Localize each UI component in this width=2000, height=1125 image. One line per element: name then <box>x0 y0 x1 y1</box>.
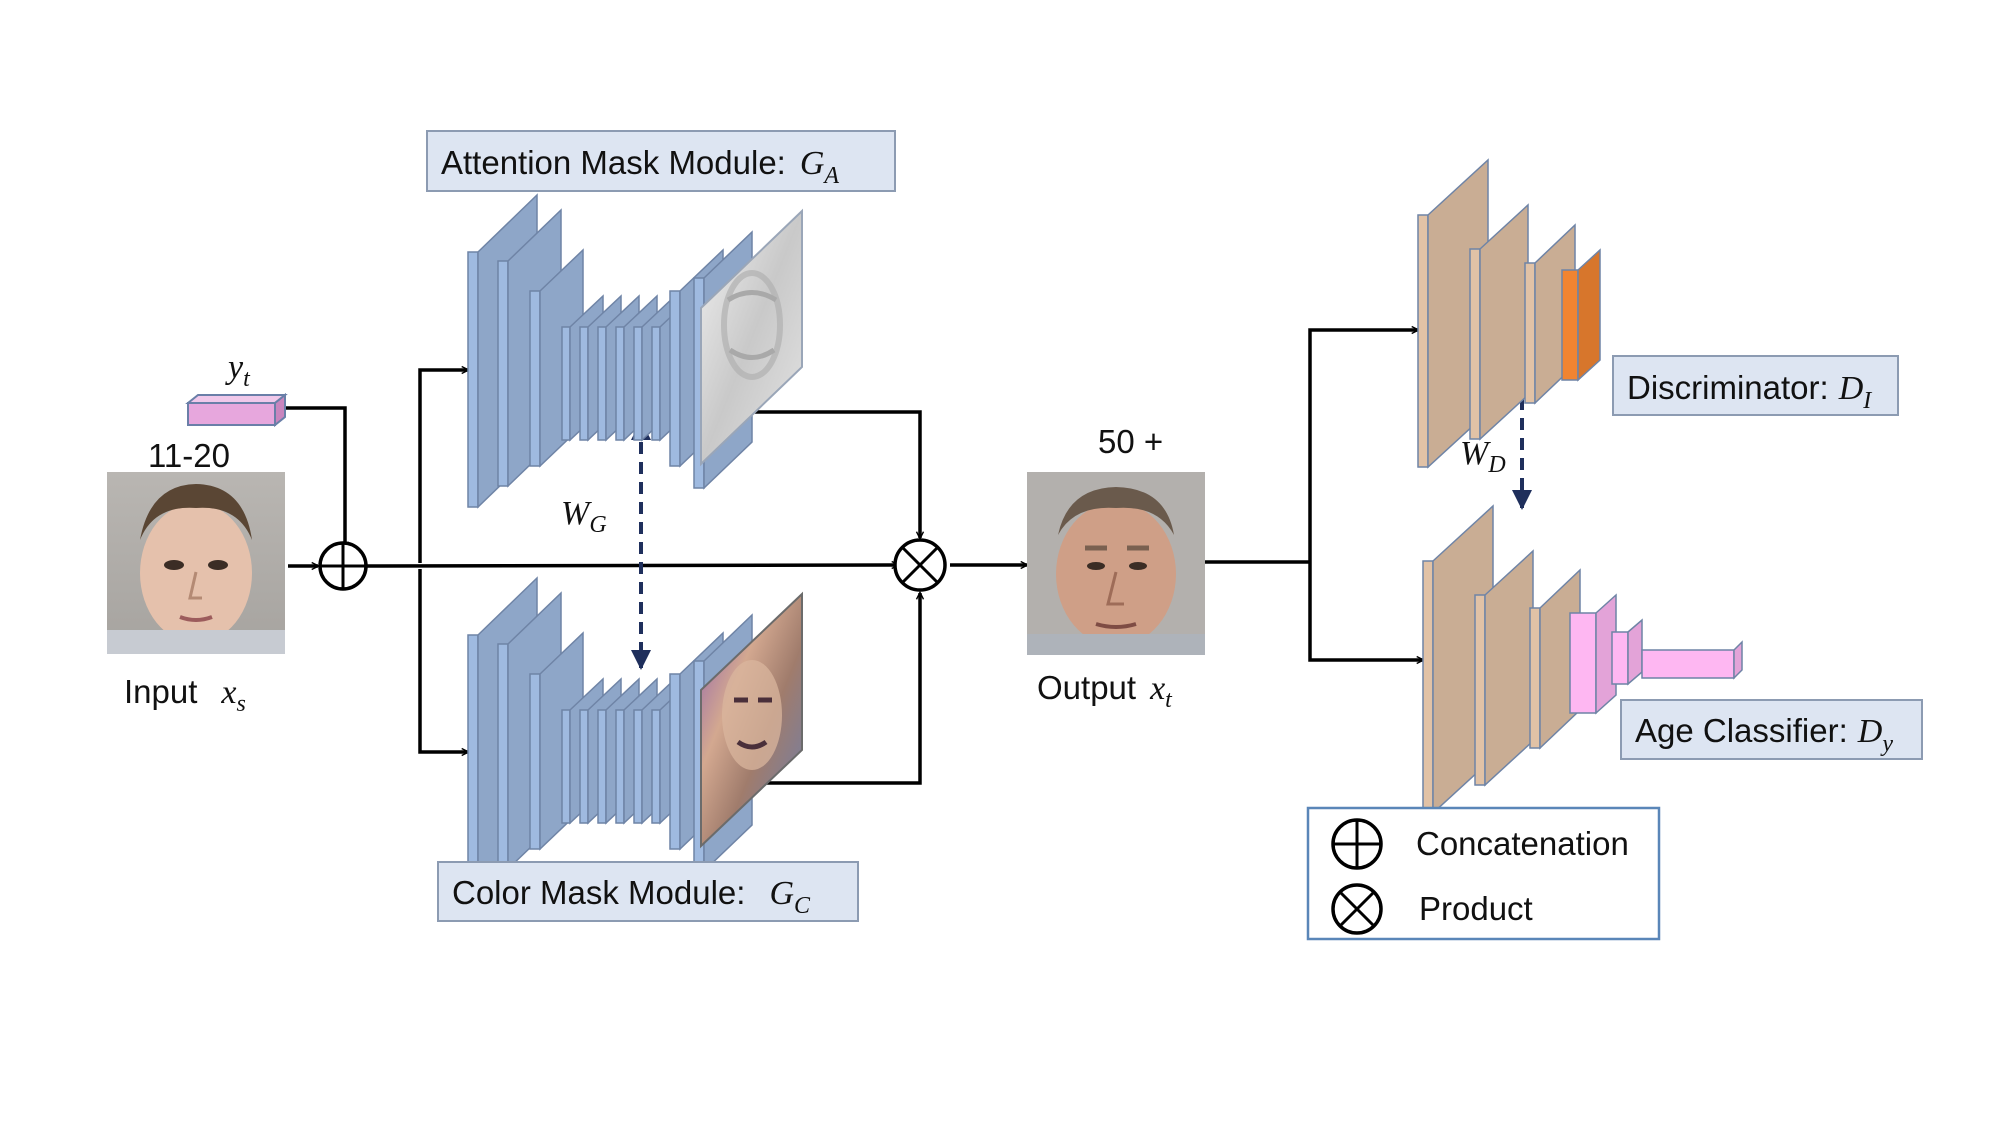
age-classifier-label: Age Classifier:Dy <box>1620 699 1923 760</box>
legend: Concatenation Product <box>1306 806 1661 941</box>
product-operator <box>893 538 947 592</box>
classifier-layer-0 <box>1422 560 1434 814</box>
attention-layer-9 <box>669 290 681 467</box>
attention-layer-2 <box>529 290 541 467</box>
output-age-label: 50 + <box>1098 423 1163 460</box>
classifier-output-vector-0 <box>1641 649 1735 679</box>
discriminator-weights-label: WD <box>1460 435 1506 478</box>
age-vector-label: yt <box>225 349 251 392</box>
legend-concatenation-label: Concatenation <box>1416 825 1629 862</box>
attention-layer-6 <box>615 326 625 441</box>
color-mask-output <box>700 591 803 849</box>
svg-text:Discriminator:DI: Discriminator:DI <box>1627 369 1872 414</box>
concatenation-operator <box>318 541 368 591</box>
discriminator-label: Discriminator:DI <box>1612 355 1899 416</box>
classifier-block-0 <box>1595 593 1617 715</box>
color-layer-2 <box>529 673 541 850</box>
attention-layer-1 <box>497 260 509 487</box>
age-condition-vector <box>185 392 288 428</box>
connection-lines <box>284 325 1532 785</box>
classifier-layer-2 <box>1529 607 1541 749</box>
discriminator-layer-2 <box>1524 262 1536 404</box>
generator-weights-label: WG <box>561 495 607 538</box>
discriminator-layers <box>1417 158 1601 469</box>
color-layer-0 <box>467 634 479 891</box>
color-module-label: Color Mask Module:GC <box>437 861 859 922</box>
svg-text:Age Classifier:Dy: Age Classifier:Dy <box>1635 712 1893 757</box>
color-layer-8 <box>651 709 661 824</box>
classifier-block-1 <box>1627 618 1643 686</box>
classifier-block-1 <box>1611 631 1629 685</box>
color-layer-5 <box>597 709 607 824</box>
attention-layer-0 <box>467 251 479 508</box>
attention-layer-3 <box>561 326 571 441</box>
color-layer-9 <box>669 673 681 850</box>
discriminator-output-block-0 <box>1561 269 1579 381</box>
attention-mask-output <box>700 208 803 467</box>
color-layer-4 <box>579 709 589 824</box>
classifier-output-vector-0 <box>1733 640 1743 680</box>
circle-times-icon <box>1331 883 1383 935</box>
legend-product-label: Product <box>1419 890 1533 927</box>
discriminator-layer-0 <box>1417 214 1429 468</box>
svg-text:Attention Mask Module:GA: Attention Mask Module:GA <box>441 144 839 189</box>
svg-text:Color Mask Module:GC: Color Mask Module:GC <box>452 874 811 919</box>
age-classifier-layers <box>1422 504 1743 815</box>
classifier-block-0 <box>1569 612 1597 714</box>
attention-layer-5 <box>597 326 607 441</box>
input-face-image <box>107 472 285 654</box>
color-layer-6 <box>615 709 625 824</box>
color-layer-3 <box>561 709 571 824</box>
discriminator-layer-1 <box>1469 248 1481 440</box>
output-face-image <box>1027 472 1205 655</box>
color-layer-1 <box>497 643 509 870</box>
attention-module-label: Attention Mask Module:GA <box>426 130 896 192</box>
attention-layer-4 <box>579 326 589 441</box>
classifier-layer-1 <box>1474 594 1486 786</box>
attention-layer-7 <box>633 326 643 441</box>
discriminator-output-block-0 <box>1577 248 1601 382</box>
circle-plus-icon <box>1331 818 1383 870</box>
attention-layer-8 <box>651 326 661 441</box>
input-age-label: 11-20 <box>148 437 230 474</box>
color-layer-7 <box>633 709 643 824</box>
